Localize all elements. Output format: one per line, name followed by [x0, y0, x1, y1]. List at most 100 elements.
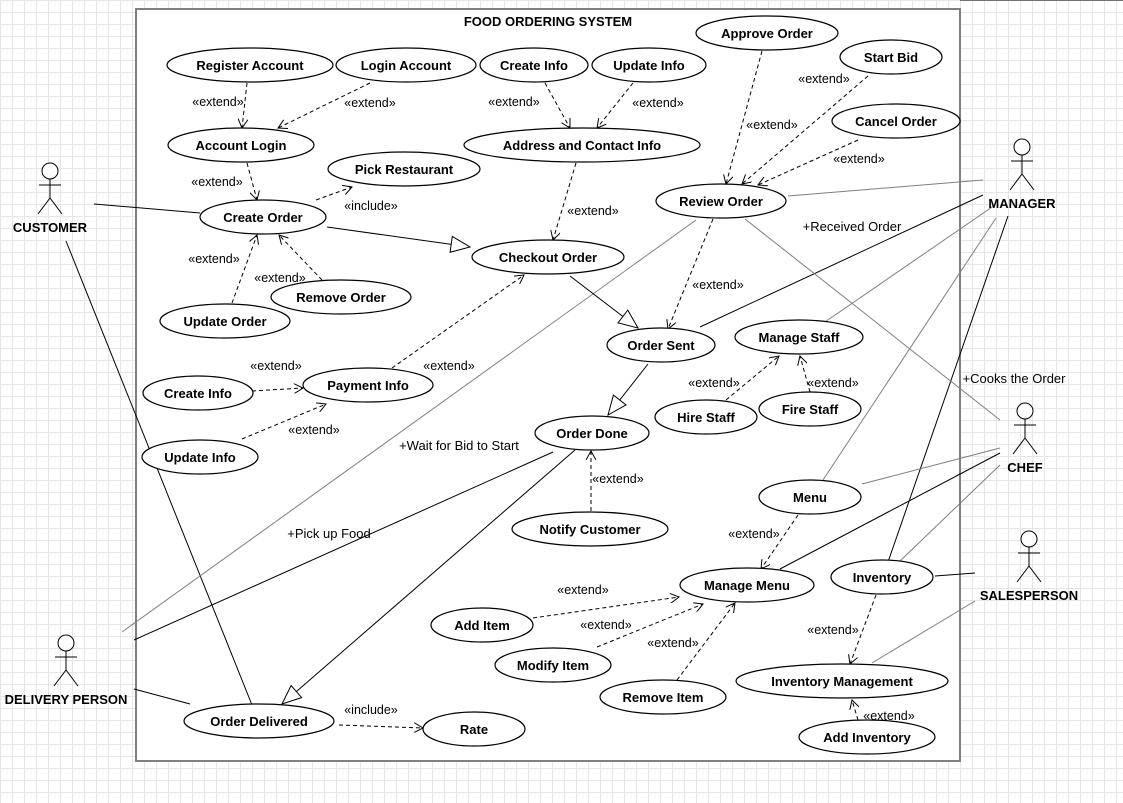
svg-text:Register Account: Register Account	[196, 58, 304, 73]
extend-label: «extend»	[647, 636, 698, 650]
svg-text:Manage Menu: Manage Menu	[704, 578, 790, 593]
dependency-lines	[231, 50, 877, 728]
extend-label: «extend»	[688, 376, 739, 390]
use-case-menu[interactable]: Menu	[758, 479, 862, 515]
use-case-address-contact-info[interactable]: Address and Contact Info	[463, 127, 701, 163]
use-case-start-bid[interactable]: Start Bid	[839, 39, 943, 75]
system-title: FOOD ORDERING SYSTEM	[464, 14, 632, 29]
svg-text:Manage Staff: Manage Staff	[759, 330, 841, 345]
use-case-update-order[interactable]: Update Order	[159, 303, 291, 339]
use-case-update-info-address[interactable]: Update Info	[591, 47, 707, 83]
svg-text:Notify Customer: Notify Customer	[539, 522, 640, 537]
include-label: «include»	[344, 199, 398, 213]
extend-label: «extend»	[288, 423, 339, 437]
use-case-modify-item[interactable]: Modify Item	[494, 647, 612, 683]
svg-text:Remove Item: Remove Item	[623, 690, 704, 705]
svg-text:Remove Order: Remove Order	[296, 290, 386, 305]
svg-text:Account Login: Account Login	[196, 138, 287, 153]
svg-text:Create Order: Create Order	[223, 210, 302, 225]
svg-text:Add Item: Add Item	[454, 618, 510, 633]
use-case-inventory-management[interactable]: Inventory Management	[735, 663, 949, 699]
use-case-add-item[interactable]: Add Item	[430, 607, 534, 643]
actor-manager[interactable]	[1009, 138, 1035, 191]
svg-text:Start Bid: Start Bid	[864, 50, 918, 65]
generalization-lines	[281, 226, 649, 705]
use-case-payment-info[interactable]: Payment Info	[302, 367, 434, 403]
extend-label: «extend»	[863, 709, 914, 723]
use-case-hire-staff[interactable]: Hire Staff	[654, 399, 758, 435]
svg-text:Menu: Menu	[793, 490, 827, 505]
use-case-pick-restaurant[interactable]: Pick Restaurant	[327, 151, 481, 187]
association-lines	[65, 194, 1009, 706]
extend-label: «extend»	[807, 376, 858, 390]
use-case-review-order[interactable]: Review Order	[655, 183, 787, 219]
svg-text:Review Order: Review Order	[679, 194, 763, 209]
use-case-remove-item[interactable]: Remove Item	[599, 679, 727, 715]
use-case-order-sent[interactable]: Order Sent	[606, 327, 716, 363]
svg-text:Inventory Management: Inventory Management	[771, 674, 913, 689]
svg-text:Checkout Order: Checkout Order	[499, 250, 597, 265]
use-case-create-info-address[interactable]: Create Info	[479, 47, 589, 83]
svg-text:Cancel Order: Cancel Order	[855, 114, 937, 129]
extend-label: «extend»	[192, 95, 243, 109]
extend-label: «extend»	[188, 252, 239, 266]
use-case-inventory[interactable]: Inventory	[830, 559, 934, 595]
use-case-manage-menu[interactable]: Manage Menu	[679, 567, 815, 603]
extend-label: «extend»	[833, 152, 884, 166]
svg-text:Payment Info: Payment Info	[327, 378, 409, 393]
svg-text:Order Delivered: Order Delivered	[210, 714, 308, 729]
extend-label: «extend»	[423, 359, 474, 373]
extend-label: «extend»	[692, 278, 743, 292]
svg-text:Fire Staff: Fire Staff	[782, 402, 839, 417]
role-received-order: +Received Order	[803, 219, 902, 234]
extend-label: «extend»	[580, 618, 631, 632]
actor-customer[interactable]	[37, 162, 63, 215]
actor-delivery-person[interactable]	[53, 634, 79, 687]
use-case-rate[interactable]: Rate	[422, 711, 526, 747]
role-wait-for-bid: +Wait for Bid to Start	[399, 438, 519, 453]
extend-label: «extend»	[807, 623, 858, 637]
svg-text:Update Info: Update Info	[613, 58, 685, 73]
use-case-account-login[interactable]: Account Login	[167, 127, 315, 163]
actor-salesperson[interactable]	[1016, 530, 1042, 583]
use-case-login-account[interactable]: Login Account	[335, 47, 477, 83]
include-label: «include»	[344, 703, 398, 717]
actor-label-chef: CHEF	[1007, 460, 1042, 475]
use-case-order-delivered[interactable]: Order Delivered	[183, 703, 335, 739]
use-case-manage-staff[interactable]: Manage Staff	[734, 319, 864, 355]
extend-label: «extend»	[728, 527, 779, 541]
svg-text:Order Sent: Order Sent	[627, 338, 695, 353]
use-case-register-account[interactable]: Register Account	[166, 47, 334, 83]
association-lines-gray	[121, 179, 1001, 664]
use-case-add-inventory[interactable]: Add Inventory	[798, 719, 936, 755]
svg-text:Create Info: Create Info	[164, 386, 232, 401]
svg-text:Add Inventory: Add Inventory	[823, 730, 911, 745]
svg-text:Rate: Rate	[460, 722, 488, 737]
use-case-remove-order[interactable]: Remove Order	[270, 279, 412, 315]
svg-text:Order Done: Order Done	[556, 426, 628, 441]
use-case-create-order[interactable]: Create Order	[199, 199, 327, 235]
use-case-order-done[interactable]: Order Done	[534, 415, 650, 451]
actor-label-manager: MANAGER	[988, 196, 1056, 211]
use-case-checkout-order[interactable]: Checkout Order	[471, 239, 625, 275]
actor-label-customer: CUSTOMER	[13, 220, 88, 235]
use-case-cancel-order[interactable]: Cancel Order	[831, 103, 961, 139]
svg-text:Pick Restaurant: Pick Restaurant	[355, 162, 454, 177]
role-cooks-the-order: +Cooks the Order	[963, 371, 1067, 386]
actor-label-salesperson: SALESPERSON	[980, 588, 1078, 603]
stereotype-labels: «extend» «extend» «extend» «extend» «ext…	[188, 72, 914, 723]
svg-text:Update Info: Update Info	[164, 450, 236, 465]
svg-text:Inventory: Inventory	[853, 570, 912, 585]
svg-text:Modify Item: Modify Item	[517, 658, 589, 673]
svg-text:Create Info: Create Info	[500, 58, 568, 73]
extend-label: «extend»	[254, 271, 305, 285]
use-case-create-info-payment[interactable]: Create Info	[142, 375, 254, 411]
use-case-approve-order[interactable]: Approve Order	[695, 15, 839, 51]
use-case-notify-customer[interactable]: Notify Customer	[511, 511, 669, 547]
extend-label: «extend»	[567, 204, 618, 218]
actor-chef[interactable]	[1012, 402, 1038, 455]
extend-label: «extend»	[344, 96, 395, 110]
use-case-update-info-payment[interactable]: Update Info	[141, 439, 259, 475]
use-case-fire-staff[interactable]: Fire Staff	[758, 391, 862, 427]
